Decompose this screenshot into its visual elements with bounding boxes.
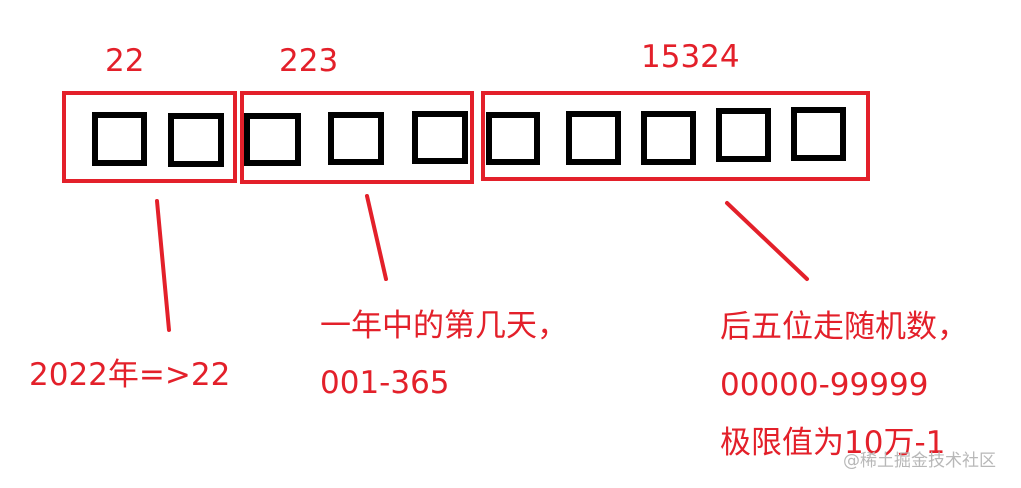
digit-cell: [566, 111, 621, 165]
digit-cell: [244, 113, 301, 166]
connector-day: [365, 194, 388, 281]
digit-cell: [486, 112, 540, 165]
digit-cell: [716, 108, 771, 162]
digit-cell: [791, 107, 846, 161]
connector-year: [155, 199, 171, 332]
segment-label-year: 22: [105, 43, 145, 79]
description-random-line-1: 后五位走随机数，: [720, 309, 968, 345]
digit-cell: [412, 111, 468, 164]
description-day-line-2: 001-365: [320, 365, 450, 401]
segment-box-year: [62, 91, 237, 183]
digit-cell: [92, 112, 147, 166]
segment-label-random: 15324: [641, 39, 740, 75]
description-year-line-1: 2022年=>22: [29, 357, 231, 393]
description-random-line-2: 00000-99999: [720, 367, 929, 403]
digit-cell: [641, 111, 696, 165]
description-day-line-1: 一年中的第几天，: [320, 308, 568, 344]
segment-box-day: [240, 91, 474, 184]
connector-random: [725, 201, 809, 281]
digit-cell: [328, 112, 384, 165]
watermark: @稀土掘金技术社区: [843, 451, 996, 471]
segment-box-random: [481, 91, 870, 181]
segment-label-day: 223: [279, 43, 339, 79]
description-random-line-3: 极限值为10万-1: [720, 425, 946, 461]
digit-cell: [168, 113, 224, 167]
